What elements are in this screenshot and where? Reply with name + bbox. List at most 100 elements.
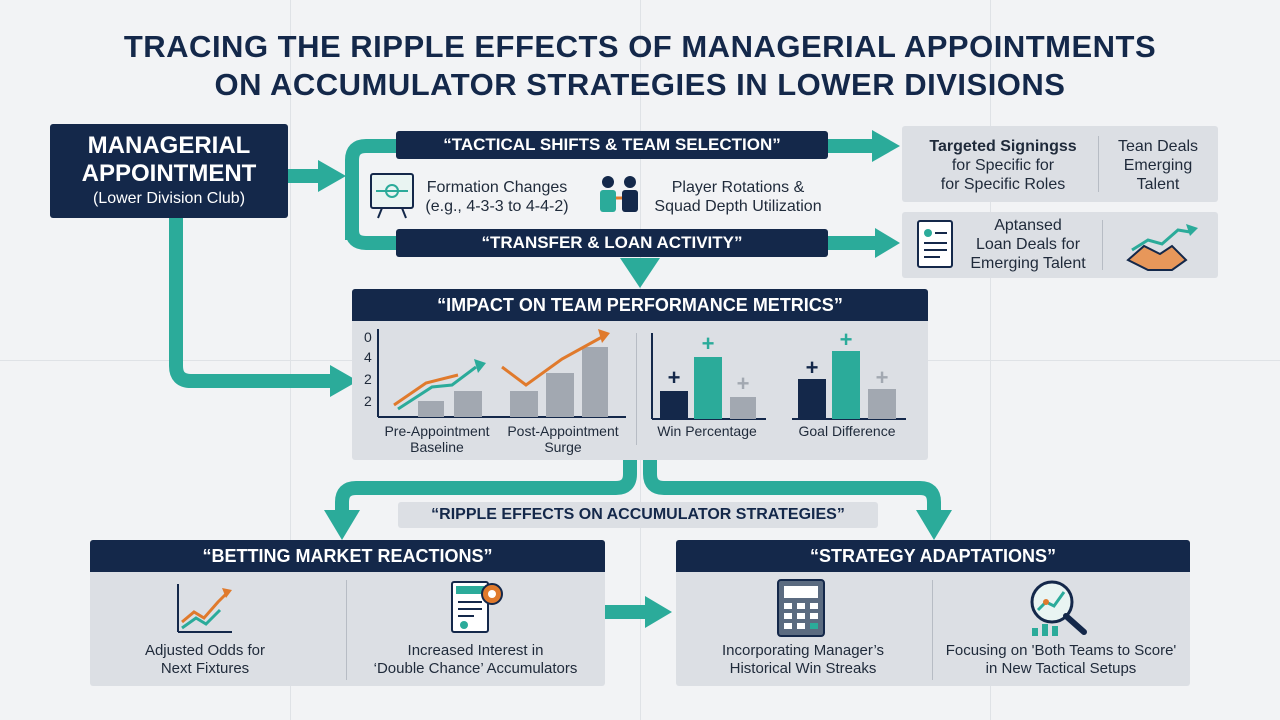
divider bbox=[346, 580, 347, 680]
team-deals-line-1: Tean Deals bbox=[1117, 138, 1199, 155]
manager-title-line-2: APPOINTMENT bbox=[81, 160, 257, 187]
bar bbox=[832, 351, 860, 419]
arrow-to-tactical bbox=[345, 139, 398, 240]
impact-metrics-panel: “IMPACT ON TEAM PERFORMANCE METRICS” 0 4… bbox=[352, 289, 928, 460]
signings-line-3: for Specific Roles bbox=[940, 176, 1066, 193]
targeted-signings-box: Targeted Signingss for Specific for for … bbox=[902, 126, 1218, 202]
y-tick: 0 bbox=[364, 329, 372, 345]
increased-interest-line-2: ‘Double Chance’ Accumulators bbox=[373, 660, 578, 677]
btts-line-1: Focusing on 'Both Teams to Score' bbox=[945, 642, 1177, 659]
divider bbox=[636, 333, 637, 445]
win-percentage-chart: + + + bbox=[651, 331, 766, 420]
title-line-2: ON ACCUMULATOR STRATEGIES IN LOWER DIVIS… bbox=[214, 67, 1066, 102]
title-line-1: TRACING THE RIPPLE EFFECTS OF MANAGERIAL… bbox=[123, 29, 1157, 64]
bar bbox=[730, 397, 756, 419]
bar bbox=[454, 391, 482, 417]
bar bbox=[694, 357, 722, 419]
chart4-caption: Goal Difference bbox=[798, 423, 896, 439]
manager-title-line-1: MANAGERIAL bbox=[87, 132, 251, 159]
chart1-caption-line-1: Pre-Appointment bbox=[384, 423, 490, 439]
strategy-adaptations-panel: “STRATEGY ADAPTATIONS” Incorporating Man… bbox=[676, 540, 1190, 686]
formation-changes-line-1: Formation Changes bbox=[426, 179, 568, 196]
managerial-appointment-box: MANAGERIAL APPOINTMENT (Lower Division C… bbox=[50, 124, 288, 218]
loan-deals-text: Aptansed Loan Deals for Emerging Talent bbox=[958, 216, 1098, 273]
player-rotations-line-2: Squad Depth Utilization bbox=[654, 198, 822, 215]
betting-market-label: “BETTING MARKET REACTIONS” bbox=[90, 540, 605, 572]
arrow-to-transfer bbox=[345, 176, 398, 250]
betting-market-panel: “BETTING MARKET REACTIONS” Adjusted Odds… bbox=[90, 540, 605, 686]
page-title: TRACING THE RIPPLE EFFECTS OF MANAGERIAL… bbox=[0, 28, 1280, 104]
signings-line-1: Targeted Signingss bbox=[929, 138, 1077, 155]
tactical-shifts-label: “TACTICAL SHIFTS & TEAM SELECTION” bbox=[396, 131, 828, 159]
betting-slip-icon bbox=[451, 581, 503, 633]
team-deals-line-3: Talent bbox=[1136, 176, 1180, 193]
y-tick: 2 bbox=[364, 393, 372, 409]
divider bbox=[1098, 136, 1099, 192]
magnifier-chart-icon bbox=[1030, 580, 1087, 636]
chart2-caption-line-2: Surge bbox=[544, 439, 582, 455]
bar bbox=[868, 389, 896, 419]
signings-line-2: for Specific for bbox=[951, 157, 1055, 174]
orange-trend-line-2 bbox=[501, 335, 603, 387]
loan-deals-line-3: Emerging Talent bbox=[970, 255, 1086, 272]
svg-text:+: + bbox=[668, 365, 681, 390]
team-deals-text: Tean Deals Emerging Talent bbox=[1100, 137, 1216, 194]
win-streaks-line-2: Historical Win Streaks bbox=[729, 660, 877, 677]
formation-changes-line-2: (e.g., 4-3-3 to 4-4-2) bbox=[425, 198, 569, 215]
targeted-signings-text: Targeted Signingss for Specific for for … bbox=[908, 137, 1098, 194]
chart2-caption-line-1: Post-Appointment bbox=[507, 423, 619, 439]
arrow-manager-impact bbox=[169, 218, 330, 388]
tactics-board-icon bbox=[370, 173, 414, 219]
loan-deals-line-1: Aptansed bbox=[994, 217, 1062, 234]
bar bbox=[582, 347, 608, 417]
trend-charts bbox=[377, 329, 626, 418]
svg-text:+: + bbox=[737, 371, 750, 396]
document-icon bbox=[917, 220, 953, 268]
divider bbox=[1102, 220, 1103, 270]
loan-deals-line-2: Loan Deals for bbox=[975, 236, 1081, 253]
arrow-to-betting bbox=[335, 460, 637, 510]
transfer-loan-label: “TRANSFER & LOAN ACTIVITY” bbox=[396, 229, 828, 257]
manager-subtitle: (Lower Division Club) bbox=[92, 190, 246, 207]
orange-trend-line-1 bbox=[393, 373, 459, 407]
chart2-caption: Post-Appointment Surge bbox=[498, 423, 628, 455]
ripple-effects-label: “RIPPLE EFFECTS ON ACCUMULATOR STRATEGIE… bbox=[398, 502, 878, 528]
player-rotation-icon bbox=[600, 176, 638, 212]
manager-title: MANAGERIAL APPOINTMENT bbox=[50, 132, 288, 188]
increased-interest-line-1: Increased Interest in bbox=[407, 642, 544, 659]
bar bbox=[660, 391, 688, 419]
goal-difference-chart: + + + bbox=[792, 327, 906, 420]
manager-win-streaks-text: Incorporating Manager’s Historical Win S… bbox=[696, 642, 910, 678]
bar bbox=[546, 373, 574, 417]
strategy-adaptations-label: “STRATEGY ADAPTATIONS” bbox=[676, 540, 1190, 572]
bar bbox=[418, 401, 444, 417]
calculator-icon bbox=[777, 579, 825, 637]
teal-trend-line bbox=[397, 365, 477, 411]
svg-text:+: + bbox=[840, 327, 853, 352]
adjusted-odds-line-1: Adjusted Odds for bbox=[144, 642, 266, 659]
formation-changes-text: Formation Changes (e.g., 4-3-3 to 4-4-2) bbox=[418, 178, 576, 216]
odds-chart-icon bbox=[177, 584, 232, 633]
svg-text:+: + bbox=[876, 365, 889, 390]
loan-deals-box: Aptansed Loan Deals for Emerging Talent bbox=[902, 212, 1218, 278]
btts-line-2: in New Tactical Setups bbox=[985, 660, 1137, 677]
btts-text: Focusing on 'Both Teams to Score' in New… bbox=[932, 642, 1190, 678]
chart3-caption: Win Percentage bbox=[657, 423, 757, 439]
win-streaks-line-1: Incorporating Manager’s bbox=[721, 642, 885, 659]
y-tick: 2 bbox=[364, 371, 372, 387]
divider bbox=[932, 580, 933, 680]
chart1-caption-line-2: Baseline bbox=[410, 439, 464, 455]
arrow-to-strategy bbox=[643, 460, 941, 510]
player-rotations-text: Player Rotations & Squad Depth Utilizati… bbox=[644, 178, 832, 216]
bar bbox=[798, 379, 826, 419]
chart1-caption: Pre-Appointment Baseline bbox=[372, 423, 502, 455]
impact-metrics-label: “IMPACT ON TEAM PERFORMANCE METRICS” bbox=[352, 289, 928, 321]
player-rotations-line-1: Player Rotations & bbox=[671, 179, 805, 196]
adjusted-odds-text: Adjusted Odds for Next Fixtures bbox=[120, 642, 290, 678]
bar bbox=[510, 391, 538, 417]
y-tick: 4 bbox=[364, 349, 372, 365]
team-deals-line-2: Emerging bbox=[1123, 157, 1193, 174]
handshake-icon bbox=[1126, 224, 1198, 271]
svg-text:+: + bbox=[702, 331, 715, 356]
